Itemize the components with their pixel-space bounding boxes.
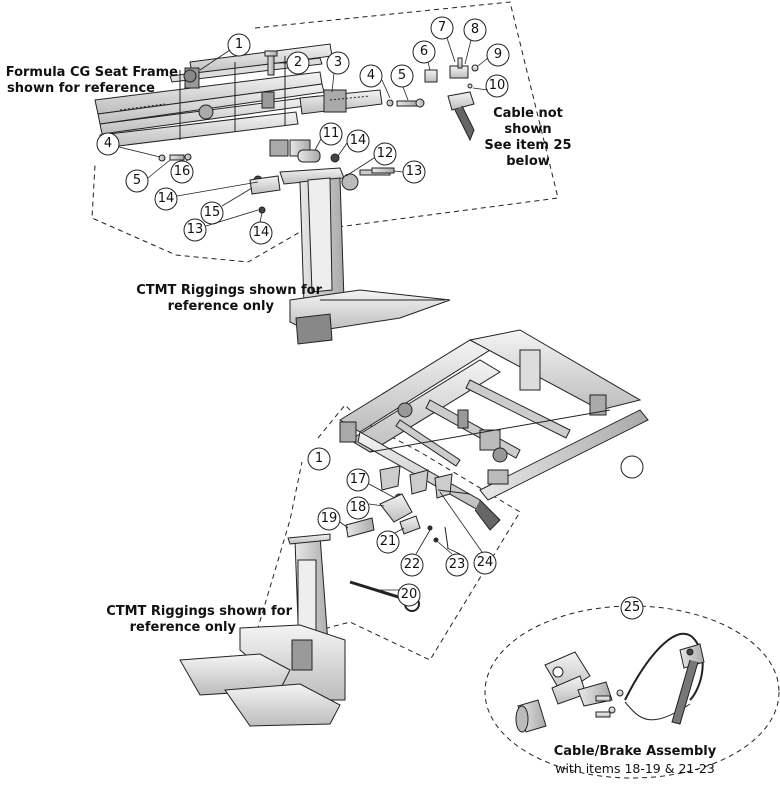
callout-4-left: 4 [103,136,113,151]
seat-frame-label-line1: Formula CG Seat Frame [5,65,178,80]
callout-1-top: 1 [234,37,244,52]
riggings-bottom-label-line2: reference only [129,620,236,635]
cable-note-line1: Cable not [493,106,563,121]
item-4-5-16-hardware-left [158,153,192,162]
callout-24: 24 [476,555,494,570]
callout-5-right: 5 [397,68,407,83]
seat-frame-label-line2: shown for reference [7,81,155,96]
cable-brake-assembly [515,632,705,733]
callout-25: 25 [623,600,641,615]
item-13-bolt [371,167,395,174]
callout-13-left: 13 [186,222,204,237]
callout-23: 23 [448,557,466,572]
riggings-bottom-label-line1: CTMT Riggings shown for [106,604,292,619]
item-4-5-hardware-right [386,98,425,108]
callout-16: 16 [173,164,191,179]
callout-5-left: 5 [132,173,142,188]
callout-20: 20 [400,587,418,602]
riggings-top-label-line1: CTMT Riggings shown for [136,283,322,298]
item-2-bolt [264,50,278,76]
bottom-dashed-boundary [251,404,521,661]
assembly-subtitle: with items 18-19 & 21-23 [555,761,715,776]
callout-circles-top [96,16,510,245]
items-6-10-brake-parts [424,57,479,142]
callout-circles-bottom [307,447,644,607]
callout-9: 9 [493,47,503,62]
callout-8: 8 [470,22,480,37]
top-dashed-boundary [91,1,559,263]
callout-leaders-bottom [339,483,483,591]
callout-leaders-top [118,37,489,227]
callout-1-bottom: 1 [314,451,324,466]
callout-10: 10 [488,78,506,93]
seat-frame-bottom [339,329,649,531]
callout-18: 18 [349,500,367,515]
callout-4-right: 4 [366,68,376,83]
callout-11: 11 [322,126,340,141]
riggings-bottom [179,533,346,727]
cable-note-line2: shown [504,122,552,137]
callout-21: 21 [379,534,397,549]
callout-6: 6 [419,44,429,59]
callout-13-right: 13 [405,164,423,179]
callout-circle-25 [620,596,644,620]
callout-2: 2 [293,55,303,70]
assembly-title: Cable/Brake Assembly [553,744,717,759]
callout-14-bottom: 14 [252,225,270,240]
items-11-14-spacers [297,149,340,163]
riggings-top [249,167,451,345]
callout-17: 17 [349,472,367,487]
cable-note-line4: below [506,154,550,169]
callout-14-top: 14 [349,133,367,148]
callout-19: 19 [320,511,338,526]
callout-22: 22 [403,557,421,572]
callout-14-left: 14 [157,191,175,206]
cable-note-line3: See item 25 [484,138,572,153]
riggings-top-label-line2: reference only [167,299,274,314]
callout-12: 12 [376,146,394,161]
callout-7: 7 [437,20,447,35]
callout-15: 15 [203,205,221,220]
callout-3: 3 [333,55,343,70]
